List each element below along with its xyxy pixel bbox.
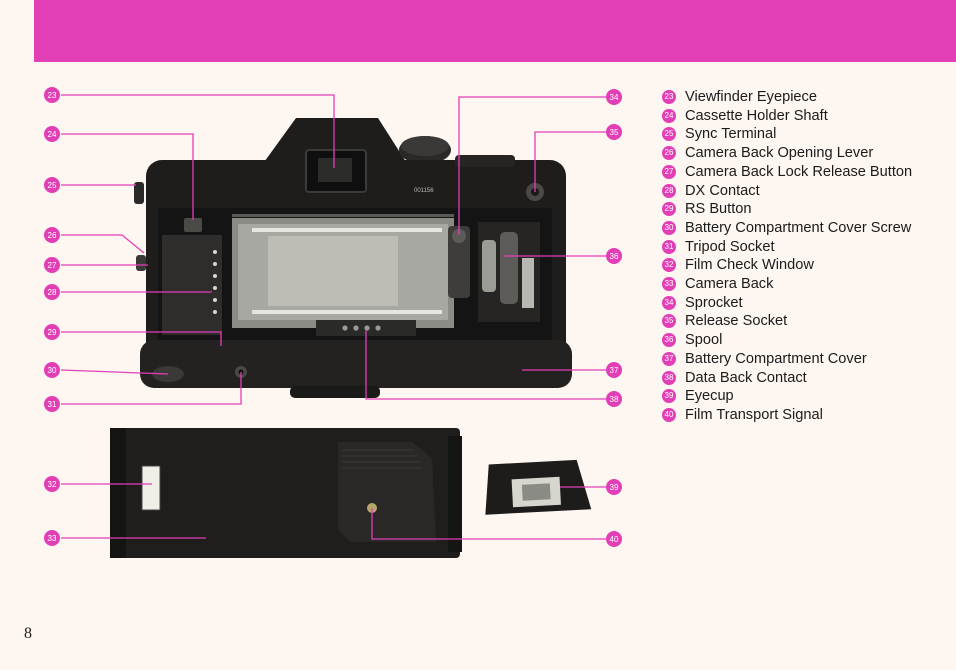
legend-label: Data Back Contact	[685, 369, 807, 386]
callout-number-badge: 31	[662, 239, 676, 254]
legend-item: 26 Camera Back Opening Lever	[662, 144, 952, 163]
callout-badge-37: 37	[606, 362, 622, 378]
callout-number-badge: 29	[662, 202, 676, 217]
svg-text:28: 28	[48, 288, 57, 297]
legend-item: 32 Film Check Window	[662, 256, 952, 275]
legend-item: 31 Tripod Socket	[662, 238, 952, 257]
eyecup	[485, 459, 592, 515]
legend-label: Spool	[685, 332, 723, 349]
callout-number-badge: 40	[662, 407, 676, 422]
svg-text:34: 34	[610, 93, 619, 102]
legend-label: Sync Terminal	[685, 126, 777, 143]
callout-number-badge: 39	[662, 389, 676, 404]
legend-label: Cassette Holder Shaft	[685, 107, 828, 124]
svg-text:37: 37	[610, 366, 619, 375]
callout-badge-36: 36	[606, 248, 622, 264]
legend-item: 29 RS Button	[662, 200, 952, 219]
callout-number-badge: 28	[662, 183, 676, 198]
legend-label: DX Contact	[685, 182, 760, 199]
callout-badge-29: 29	[44, 324, 60, 340]
svg-text:38: 38	[610, 395, 619, 404]
callout-badge-27: 27	[44, 257, 60, 273]
legend-item: 28 DX Contact	[662, 182, 952, 201]
callout-number-badge: 34	[662, 295, 676, 310]
legend-item: 34 Sprocket	[662, 294, 952, 313]
callout-number-badge: 38	[662, 370, 676, 385]
legend-label: RS Button	[685, 201, 752, 218]
legend-item: 38 Data Back Contact	[662, 369, 952, 388]
svg-text:39: 39	[610, 483, 619, 492]
callout-badge-30: 30	[44, 362, 60, 378]
callout-badge-26: 26	[44, 227, 60, 243]
callout-number-badge: 35	[662, 314, 676, 329]
legend-item: 25 Sync Terminal	[662, 125, 952, 144]
callout-badge-32: 32	[44, 476, 60, 492]
parts-legend: 23 Viewfinder Eyepiece 24 Cassette Holder …	[662, 88, 952, 425]
callout-number-badge: 36	[662, 333, 676, 348]
svg-text:27: 27	[48, 261, 57, 270]
legend-item: 24 Cassette Holder Shaft	[662, 107, 952, 126]
callout-badge-33: 33	[44, 530, 60, 546]
callout-badge-40: 40	[606, 531, 622, 547]
legend-label: Battery Compartment Cover Screw	[685, 219, 912, 236]
callout-badge-24: 24	[44, 126, 60, 142]
camera-body: 001156	[134, 118, 572, 398]
callout-leader-lines	[60, 94, 606, 540]
callout-number-badge: 30	[662, 220, 676, 235]
callout-number-badge: 24	[662, 108, 676, 123]
legend-item: 27 Camera Back Lock Release Button	[662, 163, 952, 182]
camera-serial-number: 001156	[414, 188, 434, 194]
legend-label: Camera Back Lock Release Button	[685, 163, 913, 180]
svg-text:26: 26	[48, 231, 57, 240]
legend-label: Camera Back Opening Lever	[685, 145, 874, 162]
legend-label: Film Check Window	[685, 257, 814, 274]
callout-badge-34: 34	[606, 89, 622, 105]
svg-text:23: 23	[48, 91, 57, 100]
callout-badge-28: 28	[44, 284, 60, 300]
callout-number-badge: 25	[662, 127, 676, 142]
callout-badge-23: 23	[44, 87, 60, 103]
callout-number-badge: 33	[662, 277, 676, 292]
legend-item: 33 Camera Back	[662, 275, 952, 294]
legend-label: Battery Compartment Cover	[685, 350, 867, 367]
page-number: 8	[24, 625, 32, 642]
callout-badge-39: 39	[606, 479, 622, 495]
callout-number-badge: 26	[662, 146, 676, 161]
svg-text:31: 31	[48, 400, 57, 409]
callout-number-badge: 32	[662, 258, 676, 273]
callout-number-badge: 37	[662, 351, 676, 366]
header-color-band	[34, 0, 956, 62]
legend-item: 23 Viewfinder Eyepiece	[662, 88, 952, 107]
svg-text:35: 35	[610, 128, 619, 137]
svg-text:32: 32	[48, 480, 57, 489]
legend-label: Tripod Socket	[685, 238, 775, 255]
svg-text:29: 29	[48, 328, 57, 337]
callout-badge-35: 35	[606, 124, 622, 140]
svg-text:25: 25	[48, 181, 57, 190]
legend-label: Sprocket	[685, 294, 743, 311]
callout-badge-31: 31	[44, 396, 60, 412]
legend-item: 35 Release Socket	[662, 312, 952, 331]
legend-label: Release Socket	[685, 313, 788, 330]
legend-label: Eyecup	[685, 388, 734, 405]
legend-item: 39 Eyecup	[662, 387, 952, 406]
diagram-callout-badges: 23 24 25 26 27 28 29 30 31 32 33 34 35 3…	[44, 87, 622, 547]
callout-number-badge: 23	[662, 90, 676, 104]
svg-text:24: 24	[48, 130, 57, 139]
legend-label: Camera Back	[685, 276, 774, 293]
legend-label: Film Transport Signal	[685, 406, 823, 423]
legend-item: 36 Spool	[662, 331, 952, 350]
legend-item: 37 Battery Compartment Cover	[662, 350, 952, 369]
legend-label: Viewfinder Eyepiece	[685, 89, 817, 105]
svg-text:30: 30	[48, 366, 57, 375]
callout-number-badge: 27	[662, 164, 676, 179]
callout-badge-25: 25	[44, 177, 60, 193]
svg-text:33: 33	[48, 534, 57, 543]
svg-text:40: 40	[610, 535, 619, 544]
legend-item: 30 Battery Compartment Cover Screw	[662, 219, 952, 238]
legend-item: 40 Film Transport Signal	[662, 406, 952, 425]
callout-badge-38: 38	[606, 391, 622, 407]
svg-text:36: 36	[610, 252, 619, 261]
